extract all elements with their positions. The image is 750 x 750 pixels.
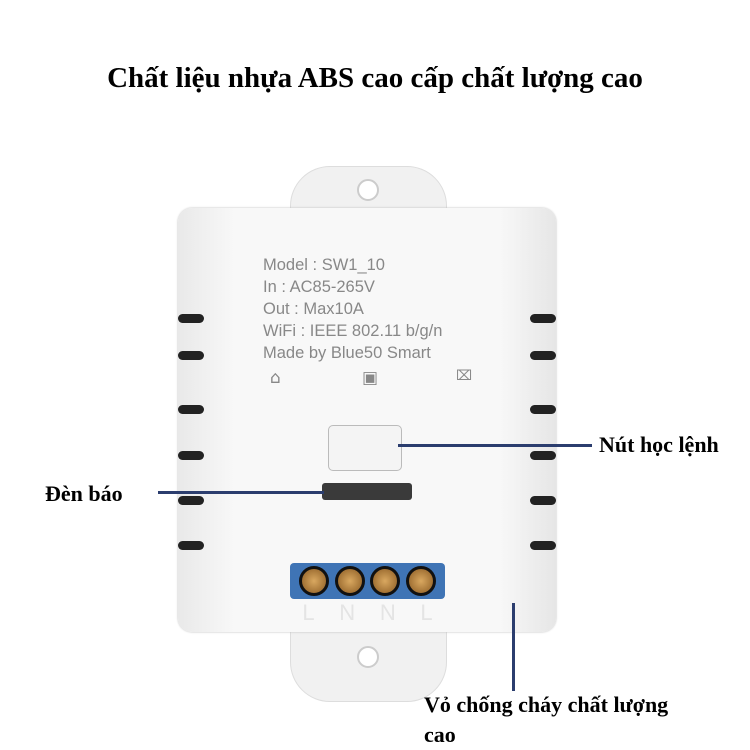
terminal-label: N xyxy=(339,600,356,625)
mount-hole xyxy=(357,646,379,668)
switch-body: Model : SW1_10 In : AC85-265V Out : Max1… xyxy=(178,208,556,632)
terminal-label: N xyxy=(379,600,396,625)
vent-slot xyxy=(530,351,556,360)
terminal-screw xyxy=(334,566,365,596)
terminal-screw xyxy=(370,566,401,596)
button-leader-line xyxy=(398,444,592,447)
pairing-button[interactable] xyxy=(328,425,402,471)
vent-slot xyxy=(530,314,556,323)
shell-callout: Vỏ chống cháy chất lượng xyxy=(424,692,669,717)
spec-wifi: WiFi : IEEE 802.11 b/g/n xyxy=(263,322,443,340)
terminal-label: L xyxy=(302,600,315,625)
indoor-use-icon: ⌂ xyxy=(270,368,281,388)
led-callout: Đèn báo xyxy=(45,481,123,506)
terminal-labels: L N N L xyxy=(290,600,445,626)
vent-slot xyxy=(178,405,204,414)
terminal-screw xyxy=(406,566,437,596)
vent-slot xyxy=(178,541,204,550)
vent-slot xyxy=(178,314,204,323)
spec-input: In : AC85-265V xyxy=(263,278,375,296)
vent-slot xyxy=(178,451,204,460)
led-leader-line xyxy=(158,491,324,494)
terminal-label: L xyxy=(420,600,433,625)
vent-slot xyxy=(178,496,204,505)
vent-slot xyxy=(530,451,556,460)
vent-slot xyxy=(530,405,556,414)
mount-hole xyxy=(357,179,379,201)
indicator-led xyxy=(322,483,412,500)
spec-label: Model : SW1_10 In : AC85-265V Out : Max1… xyxy=(263,254,442,364)
vent-slot xyxy=(178,351,204,360)
button-callout: Nút học lệnh xyxy=(599,432,719,457)
double-insulation-icon: ▣ xyxy=(362,368,379,388)
spec-output: Out : Max10A xyxy=(263,300,364,318)
terminal-block xyxy=(290,563,445,599)
shell-leader-line xyxy=(512,603,515,691)
terminal-screw xyxy=(298,566,329,596)
weee-bin-icon: ⌧ xyxy=(456,368,473,384)
page-title: Chất liệu nhựa ABS cao cấp chất lượng ca… xyxy=(107,62,643,94)
spec-model: Model : SW1_10 xyxy=(263,256,385,274)
vent-slot xyxy=(530,541,556,550)
spec-maker: Made by Blue50 Smart xyxy=(263,344,431,362)
vent-slot xyxy=(530,496,556,505)
shell-callout-cont: cao xyxy=(424,722,456,747)
